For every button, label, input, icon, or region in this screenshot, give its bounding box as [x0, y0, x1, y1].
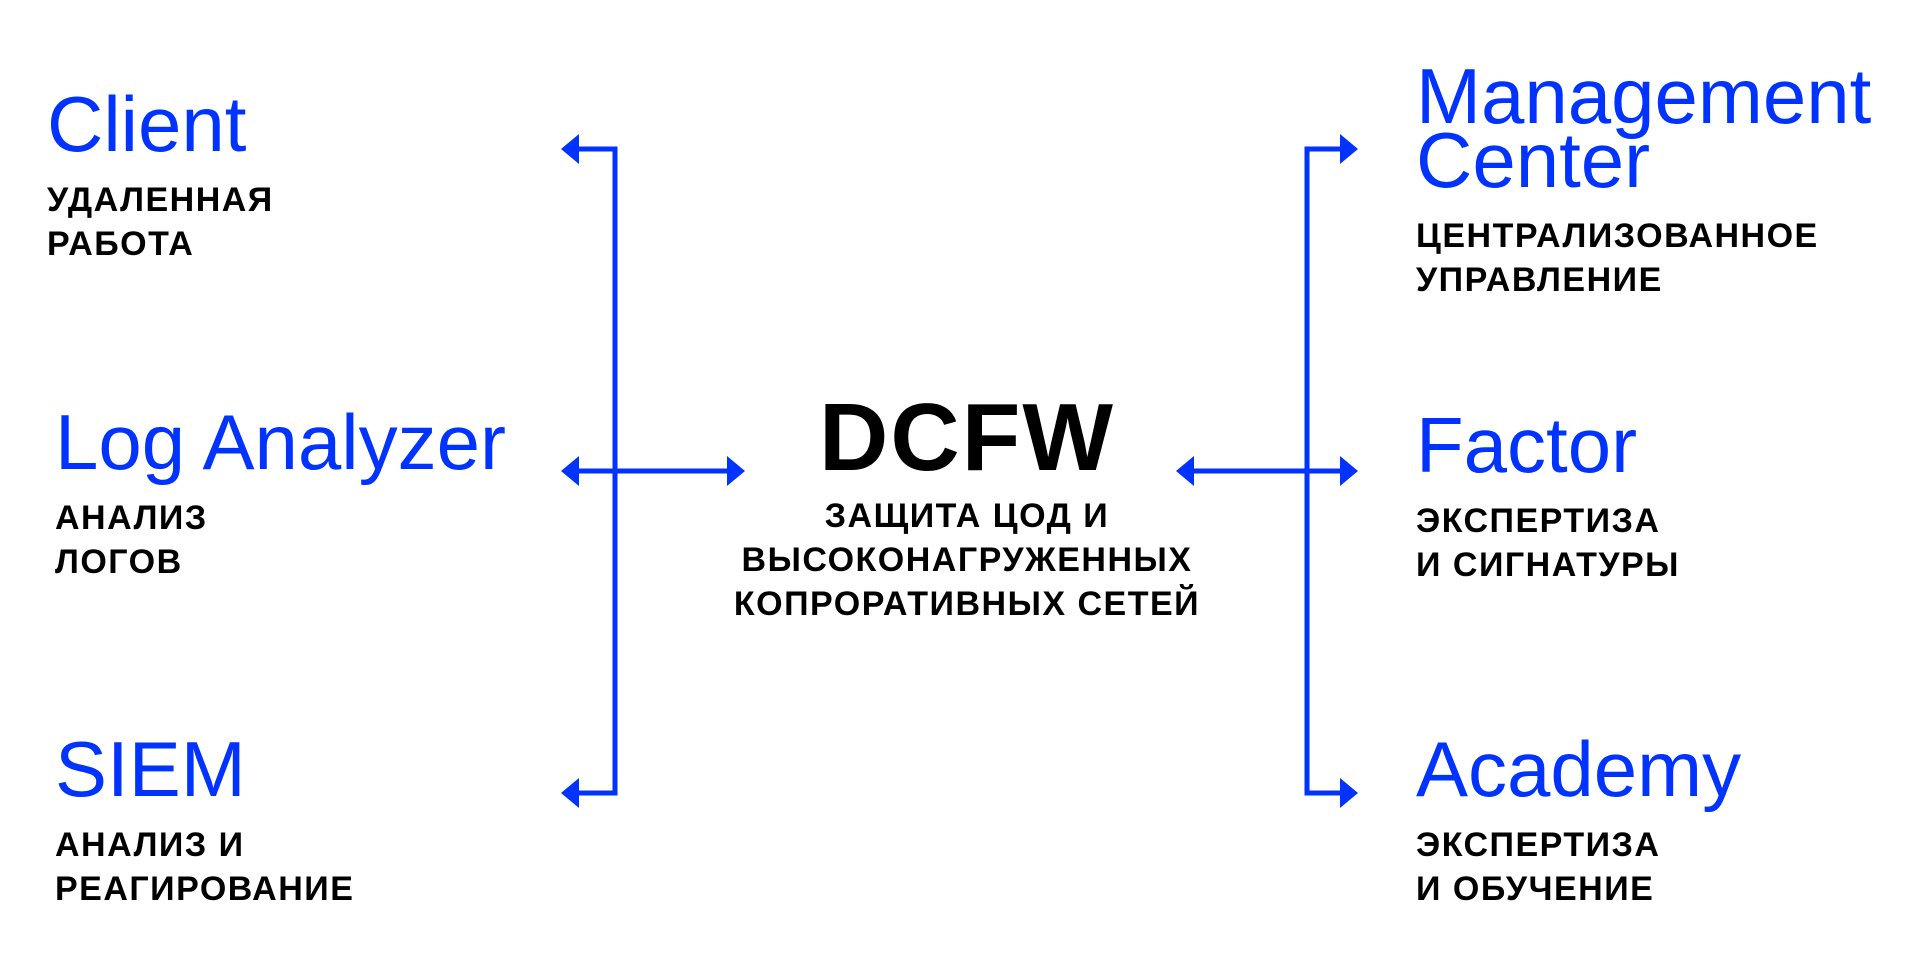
- title-line: Center: [1416, 116, 1651, 204]
- node-subtitle: ЭКСПЕРТИЗА И СИГНАТУРЫ: [1416, 499, 1680, 587]
- node-academy: Academy ЭКСПЕРТИЗА И ОБУЧЕНИЕ: [1416, 725, 1742, 911]
- node-log-analyzer: Log Analyzer АНАЛИЗ ЛОГОВ: [55, 398, 506, 584]
- subtitle-line: УДАЛЕННАЯ: [47, 181, 274, 219]
- subtitle-line: АНАЛИЗ И: [55, 826, 245, 864]
- node-subtitle: УДАЛЕННАЯ РАБОТА: [47, 178, 274, 266]
- subtitle-line: УПРАВЛЕНИЕ: [1416, 261, 1663, 299]
- subtitle-line: АНАЛИЗ: [55, 499, 208, 537]
- node-subtitle: ЦЕНТРАЛИЗОВАННОЕ УПРАВЛЕНИЕ: [1416, 214, 1871, 302]
- subtitle-line: РАБОТА: [47, 225, 195, 263]
- subtitle-line: ЦЕНТРАЛИЗОВАННОЕ: [1416, 217, 1819, 255]
- arrow-to-academy: [1340, 778, 1358, 808]
- node-management-center: Management Center ЦЕНТРАЛИЗОВАННОЕ УПРАВ…: [1416, 52, 1872, 302]
- node-siem: SIEM АНАЛИЗ И РЕАГИРОВАНИЕ: [55, 725, 354, 911]
- subtitle-line: И СИГНАТУРЫ: [1416, 546, 1680, 584]
- subtitle-line: ЭКСПЕРТИЗА: [1416, 502, 1661, 540]
- dcfw-subtitle: ЗАЩИТА ЦОД И ВЫСОКОНАГРУЖЕННЫХ КОПРОРАТИ…: [667, 494, 1267, 626]
- arrow-to-factor: [1340, 456, 1358, 486]
- arrow-to-dcfw-right: [1176, 456, 1194, 486]
- subtitle-line: ЗАЩИТА ЦОД И: [824, 497, 1110, 535]
- node-factor: Factor ЭКСПЕРТИЗА И СИГНАТУРЫ: [1416, 401, 1680, 587]
- node-title: Log Analyzer: [55, 398, 506, 486]
- subtitle-line: ВЫСОКОНАГРУЖЕННЫХ: [741, 541, 1193, 579]
- arrow-to-dcfw-left: [727, 456, 745, 486]
- arrow-to-log-analyzer: [561, 456, 579, 486]
- subtitle-line: И ОБУЧЕНИЕ: [1416, 870, 1655, 908]
- node-subtitle: АНАЛИЗ И РЕАГИРОВАНИЕ: [55, 823, 354, 911]
- node-title: SIEM: [55, 725, 246, 813]
- arrow-to-management-center: [1340, 134, 1358, 164]
- arrow-to-siem: [561, 778, 579, 808]
- node-subtitle: АНАЛИЗ ЛОГОВ: [55, 496, 506, 584]
- dcfw-title: DCFW: [819, 384, 1115, 491]
- node-client: Client УДАЛЕННАЯ РАБОТА: [47, 80, 274, 266]
- node-dcfw: DCFW ЗАЩИТА ЦОД И ВЫСОКОНАГРУЖЕННЫХ КОПР…: [667, 384, 1267, 626]
- title-line: Management: [1416, 52, 1872, 140]
- node-title: Management Center: [1416, 52, 1872, 204]
- subtitle-line: КОПРОРАТИВНЫХ СЕТЕЙ: [733, 585, 1201, 623]
- subtitle-line: ЛОГОВ: [55, 543, 183, 581]
- node-title: Factor: [1416, 401, 1638, 489]
- node-title: Academy: [1416, 725, 1742, 813]
- node-subtitle: ЭКСПЕРТИЗА И ОБУЧЕНИЕ: [1416, 823, 1741, 911]
- node-title: Client: [47, 80, 247, 168]
- subtitle-line: РЕАГИРОВАНИЕ: [55, 870, 355, 908]
- arrow-to-client: [561, 134, 579, 164]
- subtitle-line: ЭКСПЕРТИЗА: [1416, 826, 1661, 864]
